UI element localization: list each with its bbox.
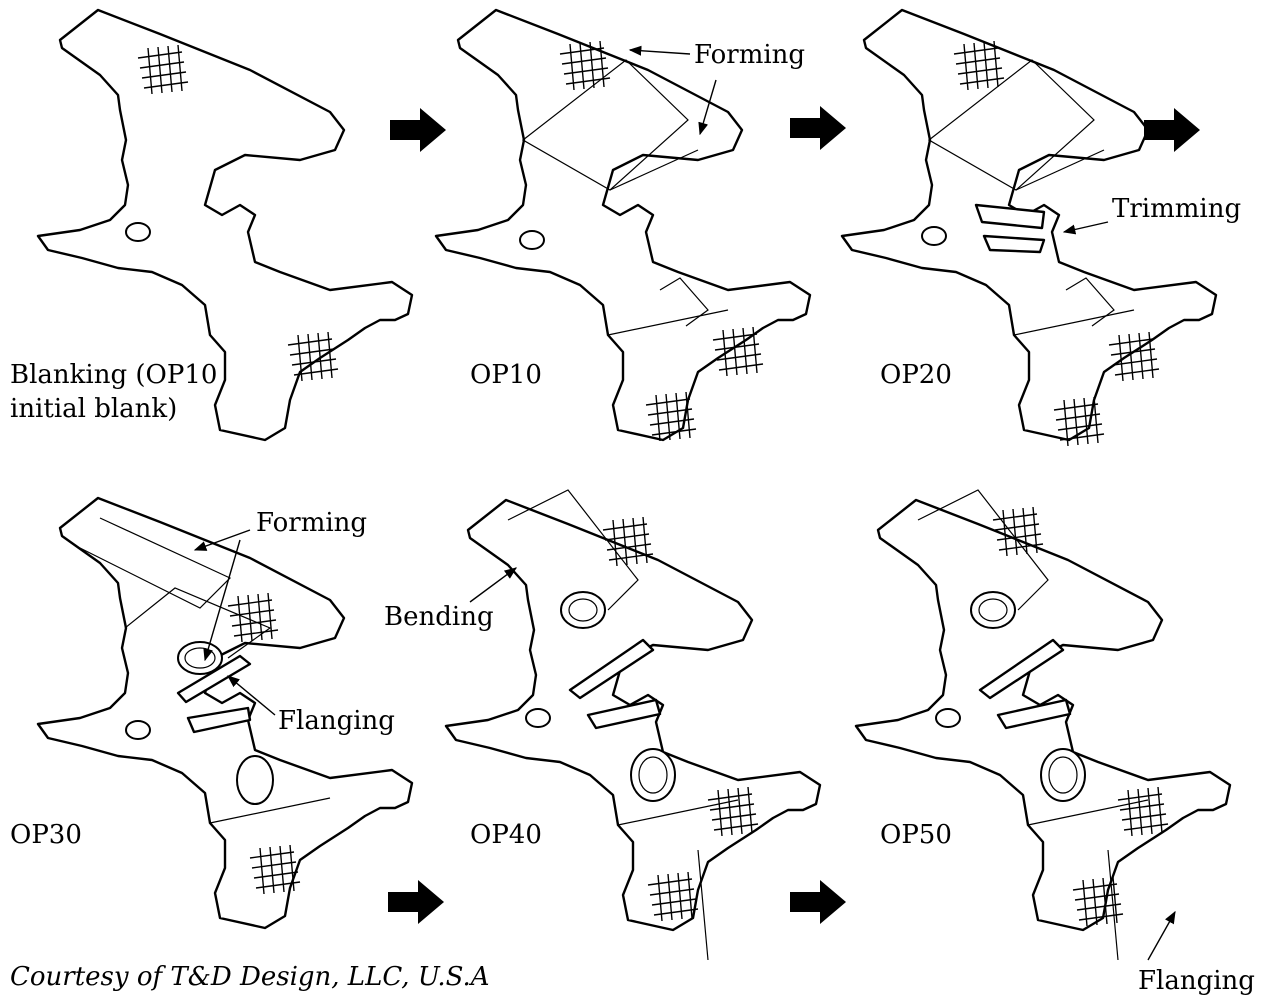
callout-arrow	[193, 529, 251, 551]
callout-bending-op40: Bending	[384, 602, 494, 632]
process-arrow	[790, 106, 846, 150]
op10-label: OP10	[470, 360, 542, 390]
pilot-hole	[525, 708, 551, 728]
callout-arrow	[227, 675, 276, 716]
op20-label: OP20	[880, 360, 952, 390]
stage-blanking	[36, 8, 414, 442]
callout-arrow	[1062, 221, 1109, 235]
callout-flanging-op50: Flanging	[1138, 966, 1255, 996]
callout-arrow	[469, 567, 518, 603]
blanking-label-line2: initial blank)	[10, 394, 178, 424]
process-arrow	[388, 880, 444, 924]
callout-arrow	[203, 539, 241, 662]
stage-op10	[434, 8, 812, 442]
stage-op40	[444, 489, 822, 961]
pilot-hole	[125, 222, 151, 242]
pilot-hole	[519, 230, 545, 250]
credit-text: Courtesy of T&D Design, LLC, U.S.A	[10, 962, 490, 992]
process-arrow	[790, 880, 846, 924]
callout-arrow	[698, 79, 717, 136]
callout-forming-op30: Forming	[256, 508, 368, 538]
callout-arrow	[1147, 910, 1176, 961]
process-arrow	[390, 108, 446, 152]
op50-label: OP50	[880, 820, 952, 850]
blanking-label: Blanking (OP10 initial blank)	[10, 358, 217, 426]
op30-label: OP30	[10, 820, 82, 850]
trimmed-slot	[974, 203, 1046, 230]
op40-label: OP40	[470, 820, 542, 850]
stage-op30	[36, 496, 414, 930]
callout-trimming-op20: Trimming	[1112, 194, 1242, 224]
callout-flanging-op30: Flanging	[278, 706, 395, 736]
blanking-label-line1: Blanking (OP10	[10, 360, 218, 390]
pilot-hole	[921, 226, 947, 246]
stage-op50	[854, 489, 1232, 961]
process-arrow	[1144, 108, 1200, 152]
pilot-hole	[935, 708, 961, 728]
callout-forming-op10: Forming	[694, 40, 806, 70]
pilot-hole	[125, 720, 151, 740]
stage-op20	[840, 8, 1218, 447]
callout-arrow	[628, 45, 691, 56]
